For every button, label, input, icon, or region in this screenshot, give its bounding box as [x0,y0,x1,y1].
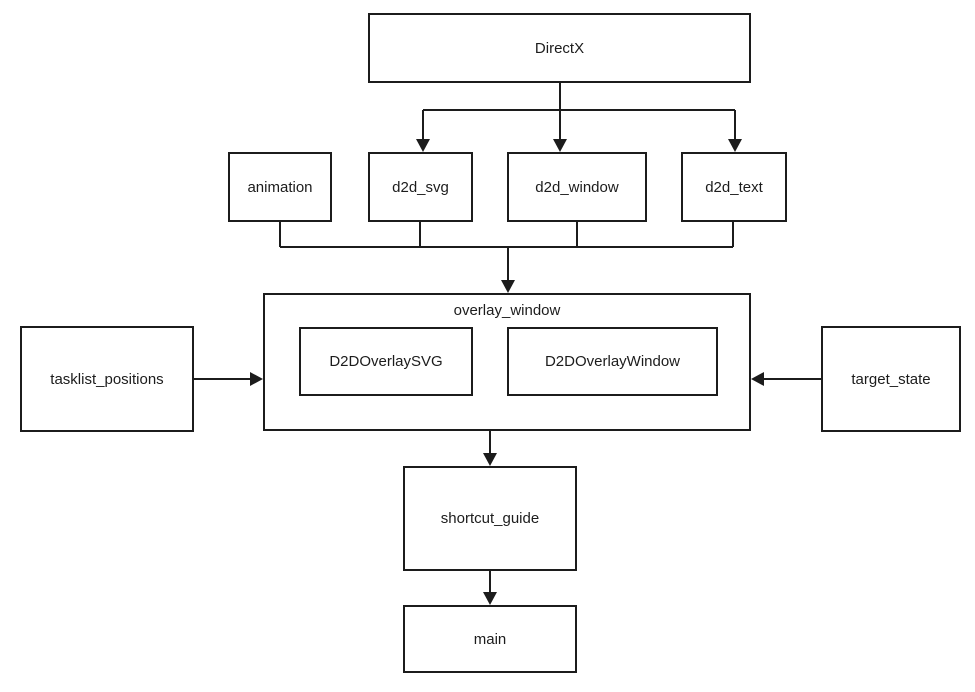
edge-directx-fanout [423,83,735,111]
edge-directx-d2d_window [553,110,567,152]
node-d2d-svg-label: d2d_svg [392,178,449,196]
node-d2d-svg: d2d_svg [368,152,473,222]
edge-target_state-overlay_window [751,372,821,386]
edge-bus-overlay_window [501,247,515,293]
node-animation-label: animation [247,178,313,196]
edge-overlay_window-shortcut_guide [483,431,497,466]
node-d2d-overlay-svg: D2DOverlaySVG [299,327,473,396]
node-main: main [403,605,577,673]
node-d2d-overlay-window-label: D2DOverlayWindow [544,353,681,370]
node-tasklist-positions: tasklist_positions [20,326,194,432]
node-overlay-window: overlay_window D2DOverlaySVG D2DOverlayW… [263,293,751,431]
node-d2d-overlay-window: D2DOverlayWindow [507,327,718,396]
edge-row2-bus [279,222,734,248]
node-shortcut-guide: shortcut_guide [403,466,577,571]
edge-directx-d2d_text [728,110,742,152]
node-overlay-window-label: overlay_window [453,302,561,319]
edge-directx-d2d_svg [416,110,430,152]
node-d2d-overlay-svg-label: D2DOverlaySVG [329,353,443,370]
node-target-state: target_state [821,326,961,432]
edge-shortcut_guide-main [483,571,497,605]
node-tasklist-positions-label: tasklist_positions [50,370,164,388]
node-animation: animation [228,152,332,222]
node-d2d-text: d2d_text [681,152,787,222]
node-directx-label: DirectX [534,39,585,57]
node-d2d-text-label: d2d_text [705,178,763,196]
node-directx: DirectX [368,13,751,83]
edge-tasklist_positions-overlay_window [194,372,263,386]
node-main-label: main [473,630,507,648]
node-d2d-window: d2d_window [507,152,647,222]
node-target-state-label: target_state [851,370,931,388]
node-d2d-window-label: d2d_window [535,178,619,196]
node-shortcut-guide-label: shortcut_guide [440,510,540,527]
